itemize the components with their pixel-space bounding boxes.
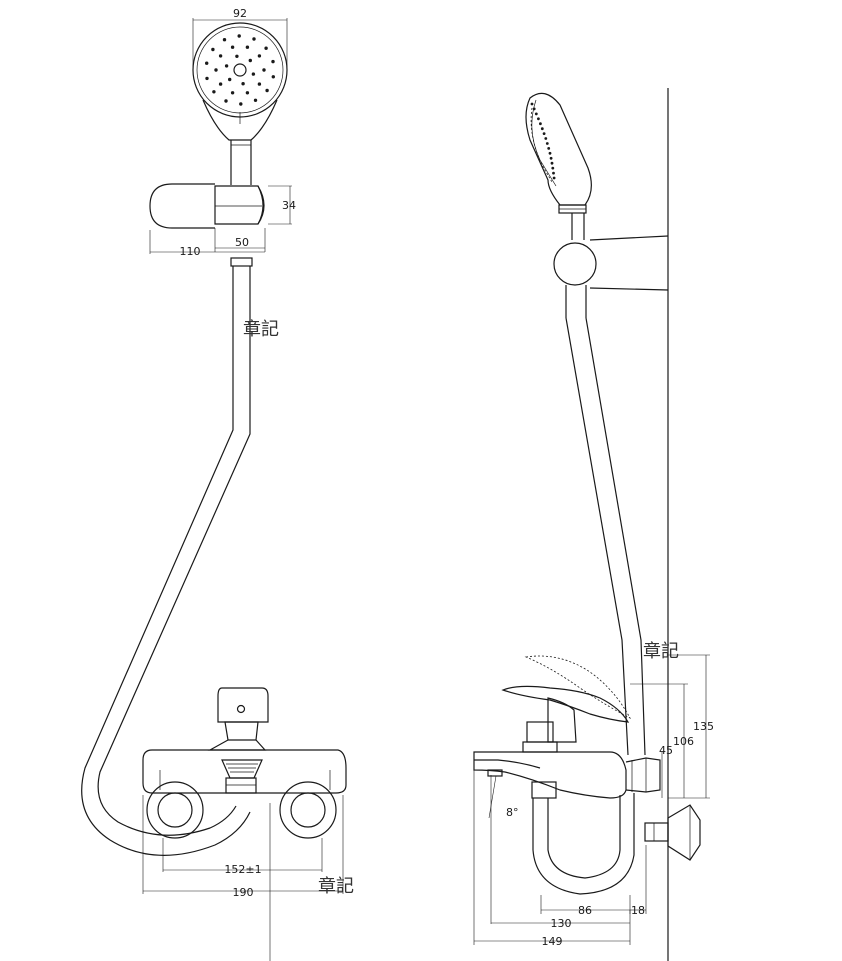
dim-holder-offset: 50 (235, 236, 249, 249)
inlets-front (146, 781, 337, 961)
side-nozzle-dot (537, 117, 540, 121)
nozzle-dot (224, 64, 229, 68)
nozzle-pattern (205, 34, 275, 106)
nozzle-dot (262, 68, 266, 72)
nozzle-dot (264, 46, 268, 50)
nozzle-dot (205, 61, 209, 65)
dim-pipe-offset: 86 (578, 904, 592, 917)
nozzle-dot (245, 91, 250, 95)
inlet-pipe-side (531, 781, 635, 895)
nozzle-dot (257, 54, 262, 58)
dim-holder-height: 34 (282, 199, 296, 212)
nozzle-dot (241, 82, 245, 86)
nozzle-dot (252, 37, 256, 41)
side-nozzle-dot (547, 147, 551, 150)
side-nozzle-dot (532, 107, 536, 111)
nozzle-dot (212, 90, 216, 94)
nozzle-dot (271, 75, 275, 79)
side-nozzle-dot (539, 122, 542, 126)
side-nozzle-dot (548, 151, 552, 155)
side-nozzle-dot (542, 132, 546, 136)
mixer-body-side (473, 721, 661, 799)
mark-text-side: 章記 (643, 641, 679, 662)
dim-head-width: 92 (233, 7, 247, 20)
nozzle-dot (253, 98, 258, 103)
dim-handle-rise: 106 (673, 735, 694, 748)
dim-total-depth: 149 (542, 935, 563, 948)
side-nozzle-dot (552, 176, 556, 180)
nozzle-dot (230, 45, 235, 49)
wall-fitting-side (644, 804, 701, 861)
wall-holder-front (149, 183, 265, 229)
shower-hose-side (565, 317, 646, 756)
nozzle-dot (211, 47, 215, 52)
side-nozzle-row (530, 102, 556, 180)
nozzle-dot (218, 82, 223, 86)
side-view: 135 106 45 8° 86 18 130 149 章記 (473, 88, 714, 961)
nozzle-dot (218, 54, 223, 58)
side-nozzle-dot (552, 171, 555, 175)
nozzle-dot (237, 34, 241, 38)
dim-holder-depth: 110 (180, 245, 201, 258)
nozzle-dot (214, 68, 218, 72)
side-nozzle-dot (549, 156, 553, 160)
shower-head-side (525, 92, 592, 214)
side-nozzle-dot (551, 166, 555, 170)
side-nozzle-dot (544, 137, 548, 140)
nozzle-dot (271, 59, 275, 64)
nozzle-dot (235, 54, 239, 58)
nozzle-dot (230, 91, 235, 95)
mark-text-front-upper: 章記 (243, 319, 279, 340)
nozzle-dot (257, 82, 262, 86)
nozzle-dot (228, 77, 232, 82)
dim-handle-height: 135 (693, 720, 714, 733)
side-nozzle-dot (545, 142, 549, 145)
shower-head-front (192, 22, 288, 141)
dimensions-front: 92 34 50 110 152±1 190 (142, 7, 344, 899)
dim-inlet-spacing: 152±1 (224, 863, 261, 876)
side-nozzle-dot (550, 161, 554, 165)
nozzle-dot (205, 76, 209, 81)
nozzle-dot (245, 45, 250, 49)
front-view: 92 34 50 110 152±1 190 章記 章記 (81, 7, 354, 961)
dimensions-side: 135 106 45 8° 86 18 130 149 (473, 654, 714, 948)
nozzle-dot (239, 102, 243, 106)
dim-wall-gap: 18 (631, 904, 645, 917)
mixer-body-front (142, 687, 347, 794)
nozzle-dot (251, 72, 256, 76)
shower-hose-front (81, 257, 253, 856)
side-nozzle-dot (530, 102, 534, 106)
lever-handle-side (501, 655, 631, 743)
side-nozzle-dot (534, 112, 538, 116)
nozzle-dot (222, 38, 227, 42)
dim-spout-angle: 8° (506, 806, 519, 819)
dim-body-height: 45 (659, 744, 673, 757)
shower-handle-front (230, 140, 252, 185)
nozzle-dot (265, 88, 269, 93)
nozzle-dot (224, 99, 228, 103)
dim-spout-reach: 130 (551, 917, 572, 930)
nozzle-dot (248, 58, 252, 63)
mark-text-front-lower: 章記 (318, 876, 354, 897)
wall-holder-side (553, 213, 669, 318)
side-nozzle-dot (540, 127, 544, 131)
dim-body-width: 190 (233, 886, 254, 899)
